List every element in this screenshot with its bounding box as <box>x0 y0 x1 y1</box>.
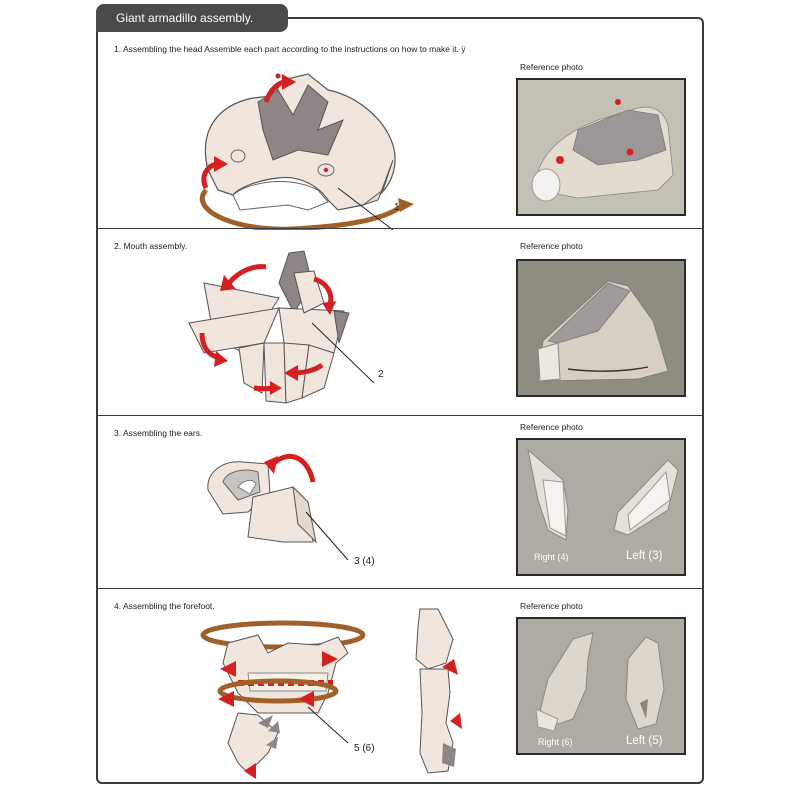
step-4-photo-caption-left: Left (5) <box>626 735 663 747</box>
forefoot-diagram-icon <box>200 608 462 779</box>
step-1-ref-label: Reference photo <box>520 62 583 72</box>
step-4-ref-label: Reference photo <box>520 601 583 611</box>
step-1-section: 1. Assembling the head Assemble each par… <box>98 30 702 230</box>
step-4-reference-photo: Right (6) Left (5) <box>516 617 686 755</box>
page-title: Giant armadillo assembly. <box>96 4 288 32</box>
head-diagram-icon <box>199 73 414 230</box>
step-3-photo-caption-right: Right (4) <box>534 552 569 562</box>
step-4-section: 4. Assembling the forefoot. Reference ph… <box>98 589 702 783</box>
step-3-reference-photo: Right (4) Left (3) <box>516 438 686 576</box>
step-3-ref-label: Reference photo <box>520 422 583 432</box>
step-2-reference-photo <box>516 259 686 397</box>
section-divider-1 <box>98 228 702 229</box>
step-1-text: 1. Assembling the head Assemble each par… <box>114 44 466 54</box>
step-3-text: 3. Assembling the ears. <box>114 428 203 438</box>
step-3-photo-caption-left: Left (3) <box>626 550 663 562</box>
step-1-reference-photo <box>516 78 686 216</box>
step-2-text: 2. Mouth assembly. <box>114 241 188 251</box>
step-4-photo-caption-right: Right (6) <box>538 737 573 747</box>
section-divider-3 <box>98 588 702 589</box>
step-3-section: 3. Assembling the ears. Reference photo … <box>98 416 702 588</box>
section-divider-2 <box>98 415 702 416</box>
step-1-part-number: 1 <box>394 202 400 213</box>
step-4-text: 4. Assembling the forefoot. <box>114 601 215 611</box>
step-2-part-number: 2 <box>378 369 384 380</box>
step-4-part-number: 5 (6) <box>354 743 375 754</box>
ear-diagram-icon <box>207 453 349 561</box>
step-3-part-number: 3 (4) <box>354 556 375 567</box>
step-2-section: 2. Mouth assembly. Reference photo 2 <box>98 229 702 415</box>
page-frame <box>96 17 704 784</box>
step-2-ref-label: Reference photo <box>520 241 583 251</box>
mouth-diagram-icon <box>188 250 375 404</box>
